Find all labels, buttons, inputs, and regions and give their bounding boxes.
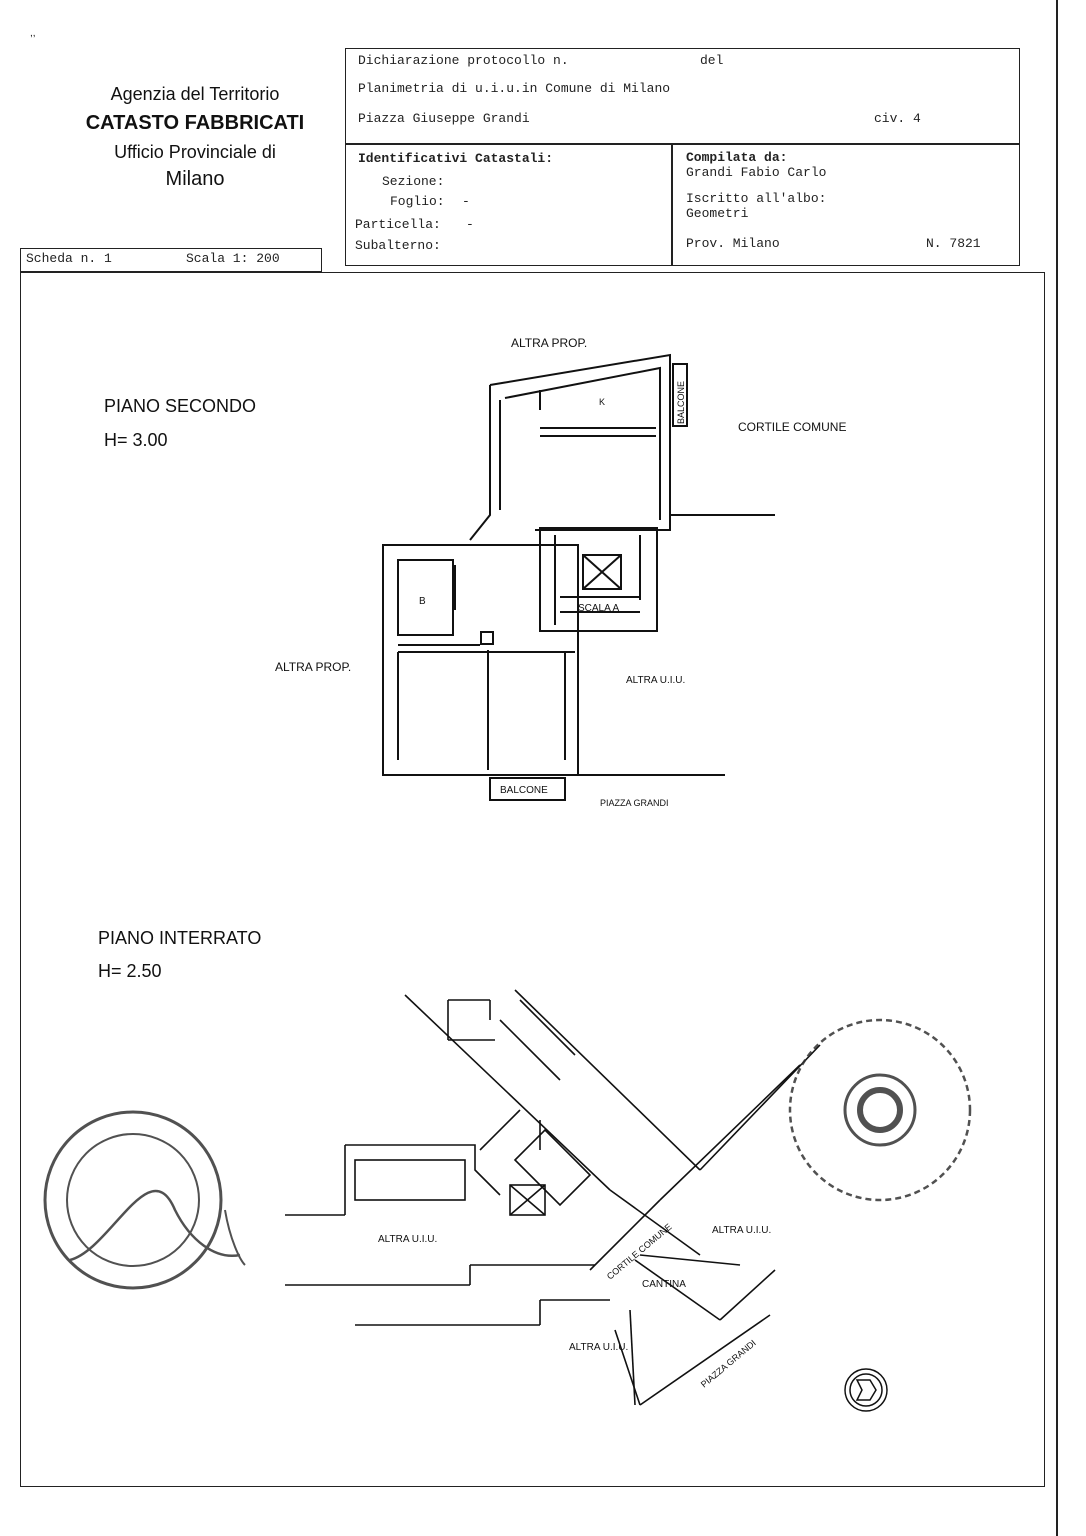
foglio-label: Foglio: bbox=[390, 194, 445, 209]
scheda-label: Scheda n. 1 bbox=[26, 251, 112, 266]
geometri-stamp-seal bbox=[43, 1110, 246, 1290]
iscritto-label: Iscritto all'albo: bbox=[686, 191, 827, 206]
upper-plan-height: H= 3.00 bbox=[104, 430, 168, 450]
upper-altra-uiu: ALTRA U.I.U. bbox=[626, 675, 685, 686]
north-arrow-icon bbox=[844, 1368, 888, 1412]
scheda-box bbox=[20, 248, 322, 272]
lower-cortile-comune: CORTILE COMUNE bbox=[605, 1222, 674, 1282]
sezione-label: Sezione: bbox=[382, 174, 445, 189]
compilata-label: Compilata da: bbox=[686, 150, 788, 165]
dichiarazione-label: Dichiarazione protocollo n. bbox=[358, 53, 569, 68]
header-divider bbox=[345, 143, 1020, 145]
lower-cantina: CANTINA bbox=[642, 1279, 686, 1290]
lower-piazza-grandi: PIAZZA GRANDI bbox=[699, 1338, 758, 1390]
civ-label: civ. 4 bbox=[874, 111, 921, 126]
drawing-sheet bbox=[20, 272, 1045, 1487]
upper-altra-prop-top: ALTRA PROP. bbox=[511, 336, 587, 350]
identificativi-label: Identificativi Catastali: bbox=[358, 151, 554, 166]
upper-piazza-grandi: PIAZZA GRANDI bbox=[600, 798, 669, 808]
del-label: del bbox=[700, 53, 724, 68]
agency-name: Agenzia del Territorio bbox=[110, 84, 280, 104]
particella-label: Particella: bbox=[355, 217, 441, 232]
subalterno-label: Subalterno: bbox=[355, 238, 441, 253]
lower-altra-uiu-bottom: ALTRA U.I.U. bbox=[569, 1342, 628, 1353]
territorio-stamp-seal bbox=[788, 1018, 972, 1202]
agency-department: CATASTO FABBRICATI bbox=[85, 112, 305, 134]
scala-label: Scala 1: 200 bbox=[186, 251, 280, 266]
lower-plan-height: H= 2.50 bbox=[98, 961, 162, 981]
agency-office: Ufficio Provinciale di bbox=[114, 142, 276, 162]
header-vertical-divider bbox=[671, 143, 673, 265]
upper-cortile-comune: CORTILE COMUNE bbox=[738, 420, 846, 434]
iscritto-value: Geometri bbox=[686, 206, 749, 221]
lower-altra-uiu-right: ALTRA U.I.U. bbox=[712, 1225, 771, 1236]
particella-value: - bbox=[466, 217, 474, 232]
upper-balcone-side: BALCONE bbox=[676, 381, 686, 424]
address-label: Piazza Giuseppe Grandi bbox=[358, 111, 530, 126]
upper-plan-title: PIANO SECONDO bbox=[104, 396, 257, 416]
upper-altra-prop-left: ALTRA PROP. bbox=[275, 660, 351, 674]
planimetria-label: Planimetria di u.i.u.in Comune di Milano bbox=[358, 81, 671, 96]
corner-mark: ,, bbox=[30, 28, 36, 39]
upper-balcone-bottom: BALCONE bbox=[500, 785, 548, 796]
foglio-value: - bbox=[462, 194, 470, 209]
upper-scala-a: SCALA A bbox=[578, 603, 619, 614]
albo-number: N. 7821 bbox=[926, 236, 981, 251]
agency-city: Milano bbox=[165, 168, 225, 190]
upper-floor-plan: ALTRA PROP. CORTILE COMUNE ALTRA PROP. S… bbox=[275, 336, 846, 808]
lower-altra-uiu-left: ALTRA U.I.U. bbox=[378, 1234, 437, 1245]
lower-plan-title: PIANO INTERRATO bbox=[98, 928, 262, 948]
page-edge-line bbox=[1056, 0, 1058, 1536]
compilata-value: Grandi Fabio Carlo bbox=[686, 165, 827, 180]
upper-room-b: B bbox=[419, 596, 426, 607]
prov-label: Prov. Milano bbox=[686, 236, 780, 251]
header-info-box bbox=[345, 48, 1020, 266]
upper-room-k: K bbox=[599, 397, 605, 407]
